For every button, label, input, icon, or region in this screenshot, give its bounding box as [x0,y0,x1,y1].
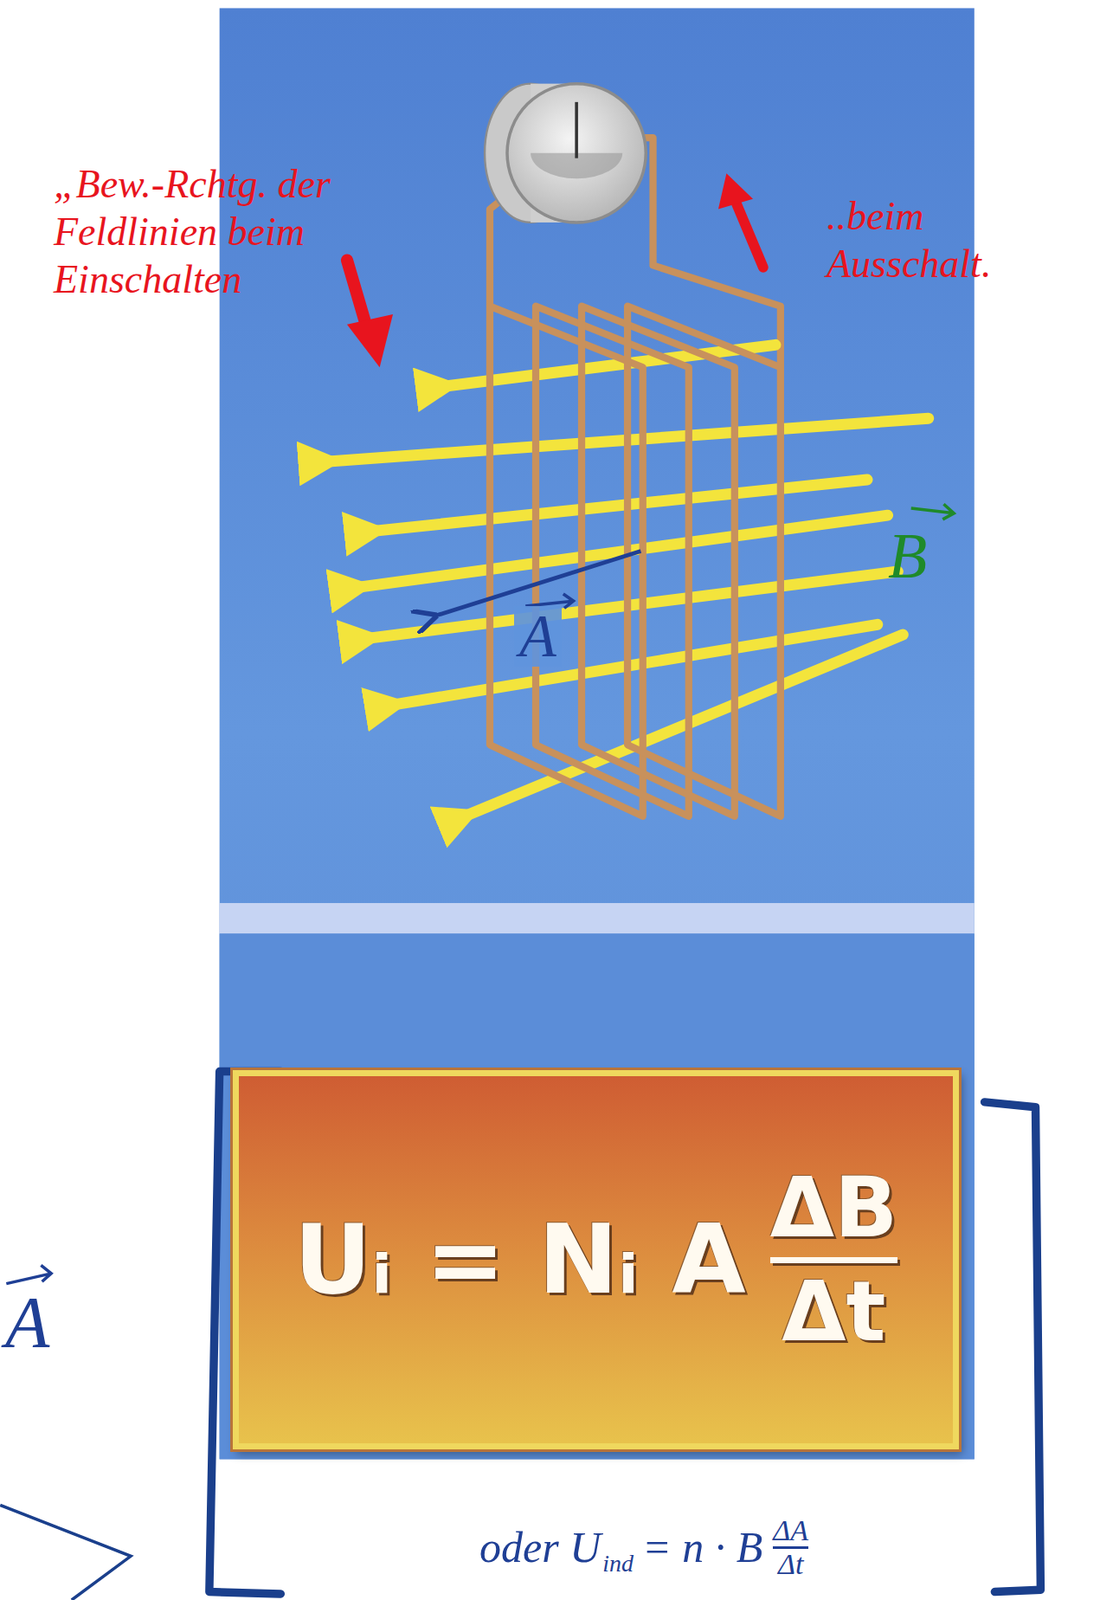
formula-part: ind [602,1550,634,1576]
formula-part: ΔA [772,1514,809,1546]
red-arrow [347,173,764,367]
alternative-formula: oder Uind= n · BΔAΔt [479,1514,809,1579]
vector-symbol: B [887,517,927,595]
sketch-line [0,1504,131,1600]
light-band [219,902,975,933]
formula-box: Uᵢ = Nᵢ A ΔB Δt [232,1069,959,1449]
formula-text: Δt [781,1267,886,1356]
formula-part: Δt [778,1548,804,1580]
formula-text: ΔB [770,1164,898,1252]
vector-symbol: A [514,605,562,667]
vector-arrow [911,503,955,520]
coil-loop [489,306,781,817]
formula-part: oder U [479,1524,601,1570]
meter-symbol [484,83,646,223]
formula-part: = n · B [642,1524,763,1570]
annotation-note: ..beim Ausschalt. [826,192,1069,288]
lower-panel [219,932,975,1459]
formula-row: Uᵢ = Nᵢ A ΔB Δt [294,1164,898,1356]
formula-fraction: ΔAΔt [772,1514,809,1579]
formula-fraction: ΔB Δt [770,1164,898,1356]
vector-symbol: A [5,1279,50,1367]
formula-text: Uᵢ = Nᵢ A [294,1203,747,1315]
fraction-bar [770,1256,898,1263]
annotation-note: „Bew.-Rchtg. der Feldlinien beim Einscha… [53,160,340,304]
